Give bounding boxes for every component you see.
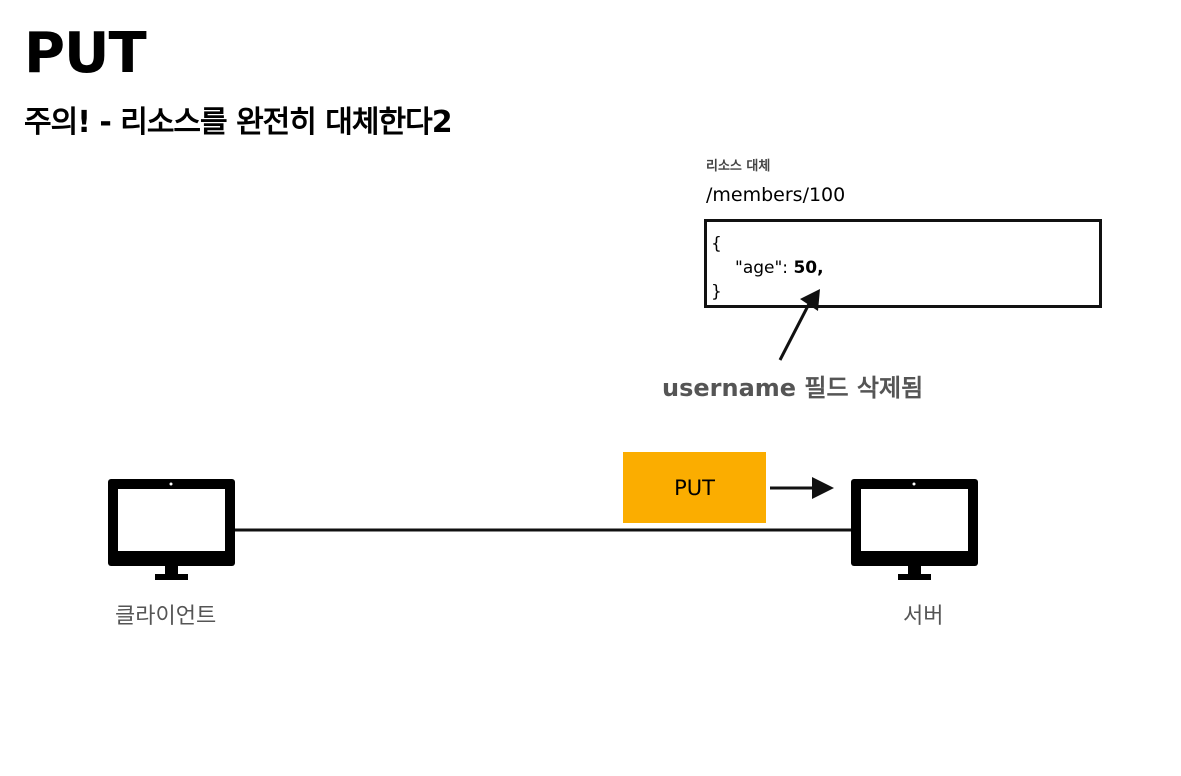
resource-path: /members/100 (706, 184, 846, 206)
deleted-field-annotation: username 필드 삭제됨 (662, 374, 924, 402)
request-arrow-icon (770, 477, 834, 499)
server-label: 서버 (903, 604, 944, 629)
client-label: 클라이언트 (115, 604, 217, 629)
json-value: 50, (793, 258, 824, 278)
put-request-box: PUT (623, 452, 766, 523)
annotation-arrow-icon (778, 289, 820, 361)
json-close-brace: } (711, 282, 722, 302)
json-age-line: "age": 50, (735, 256, 824, 280)
resource-replace-label: 리소스 대체 (706, 159, 771, 174)
slide-title: PUT (24, 21, 147, 86)
client-monitor-icon (108, 479, 235, 580)
json-body-box: { "age": 50, } (704, 219, 1102, 308)
put-method-label: PUT (674, 475, 715, 500)
json-key: "age": (735, 258, 794, 278)
server-monitor-icon (851, 479, 978, 580)
slide-subtitle: 주의! - 리소스를 완전히 대체한다2 (24, 105, 453, 140)
json-open-brace: { (711, 234, 722, 254)
